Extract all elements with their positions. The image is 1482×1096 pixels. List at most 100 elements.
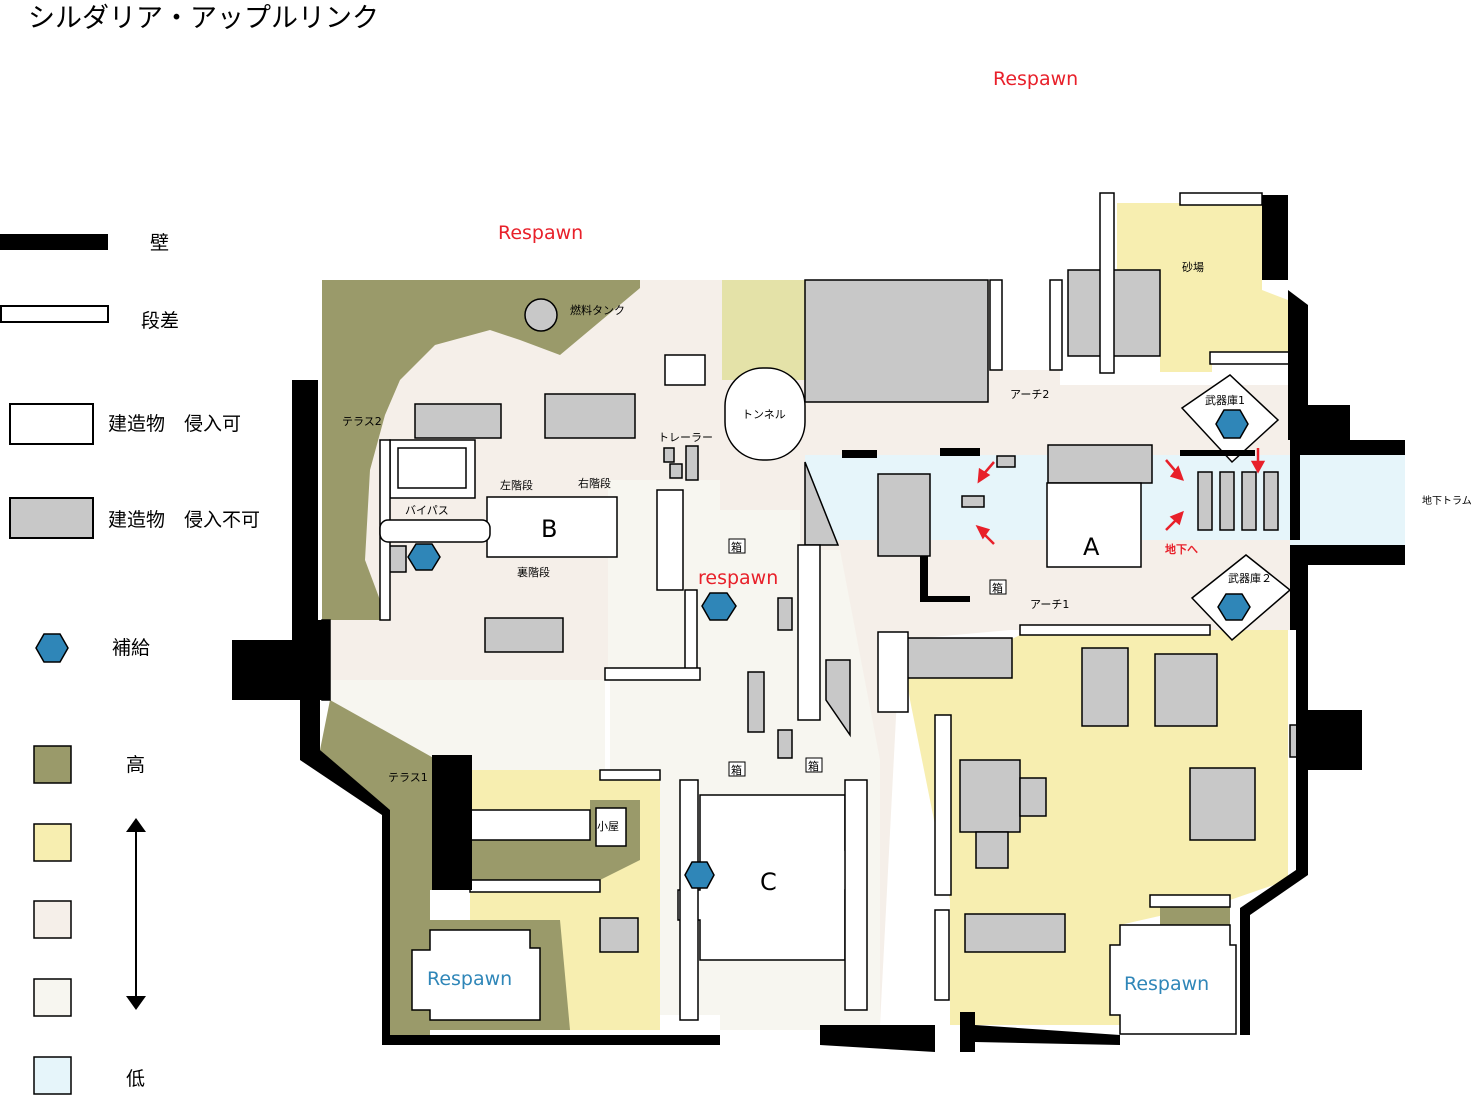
blocked-building bbox=[1189, 767, 1256, 841]
blocked-building bbox=[961, 495, 985, 508]
terrace2-label: テラス2 bbox=[342, 415, 382, 428]
step-outline bbox=[844, 779, 868, 1011]
blocked-building bbox=[1219, 471, 1235, 531]
hut-building bbox=[595, 807, 627, 847]
underground-arrows bbox=[975, 448, 1266, 545]
legend-height-4-swatch bbox=[33, 978, 72, 1017]
legend-blocked-label: 建造物 侵入不可 bbox=[108, 509, 260, 531]
tunnel-label: トンネル bbox=[742, 408, 786, 421]
zone-west-corridor bbox=[330, 680, 605, 770]
legend-enterable-swatch bbox=[9, 403, 94, 445]
step-outline bbox=[934, 714, 952, 896]
step-outline bbox=[1149, 894, 1231, 908]
blocked-building bbox=[414, 403, 502, 439]
blocked-building bbox=[996, 455, 1016, 468]
step-outline bbox=[1049, 279, 1063, 371]
supply-icon bbox=[1215, 409, 1249, 439]
blocked-building bbox=[747, 671, 765, 733]
height-arrow-icon bbox=[126, 818, 146, 1010]
blocked-building bbox=[777, 729, 793, 759]
legend-height-2-swatch bbox=[33, 823, 72, 862]
structure-ne bbox=[664, 354, 706, 386]
crates: 箱 箱 箱 箱 bbox=[728, 538, 1007, 777]
crate-label: 箱 bbox=[992, 581, 1003, 595]
supply-icon bbox=[701, 592, 737, 621]
step-outline bbox=[877, 631, 909, 713]
legend-step-swatch bbox=[0, 305, 109, 323]
legend-supply-icon bbox=[35, 633, 69, 663]
fuel-tank-icon bbox=[524, 298, 558, 332]
back-stairs-label: 裏階段 bbox=[517, 565, 550, 579]
to-underground-label: 地下へ bbox=[1165, 542, 1198, 556]
supply-points bbox=[407, 409, 1251, 889]
bypass-inner bbox=[397, 447, 467, 489]
blocked-building bbox=[484, 617, 564, 653]
zone-tunnel-strip bbox=[722, 280, 805, 380]
step-outline bbox=[934, 909, 950, 1001]
map-title: シルダリア・アップルリンク bbox=[28, 3, 379, 34]
wall-segment bbox=[940, 448, 980, 456]
legend-step-label: 段差 bbox=[141, 310, 179, 332]
legend-high-label: 高 bbox=[126, 754, 145, 776]
blocked-building bbox=[804, 461, 840, 546]
wall-segment bbox=[1180, 450, 1255, 456]
step-outline bbox=[656, 489, 684, 591]
respawn-bl-building bbox=[411, 929, 541, 1021]
legend-height-low-swatch bbox=[33, 1056, 72, 1095]
trailer-label: トレーラー bbox=[658, 431, 713, 444]
blocked-building bbox=[877, 473, 931, 557]
step-outline bbox=[1019, 624, 1211, 636]
step-outline bbox=[469, 879, 601, 893]
steps bbox=[321, 192, 1291, 1021]
respawn-label-bottom-right: Respawn bbox=[1124, 973, 1209, 995]
crate-icon bbox=[805, 757, 823, 773]
step-outline bbox=[1099, 192, 1115, 374]
blocked-building bbox=[663, 447, 675, 463]
step-outline bbox=[679, 779, 699, 1021]
legend-blocked-swatch bbox=[9, 497, 94, 539]
crate-label: 箱 bbox=[808, 759, 819, 773]
bypass-label: バイパス bbox=[405, 504, 449, 517]
enterable-buildings bbox=[389, 354, 1292, 1035]
step-outline bbox=[1179, 192, 1263, 206]
wall-segment bbox=[920, 556, 928, 600]
sandpit-label: 砂場 bbox=[1182, 261, 1204, 274]
building-b-outline bbox=[486, 496, 618, 558]
legend-supply-label: 補給 bbox=[112, 637, 150, 659]
wall-south-east bbox=[820, 1012, 1120, 1052]
tunnel-building bbox=[724, 367, 806, 461]
supply-icon bbox=[684, 861, 715, 889]
wall-segment bbox=[1290, 455, 1300, 540]
blocked-building bbox=[599, 917, 639, 953]
step-outline bbox=[599, 769, 661, 781]
legend-low-label: 低 bbox=[126, 1068, 145, 1090]
crate-icon bbox=[728, 761, 746, 777]
legend: 壁 段差 建造物 侵入可 建造物 侵入不可 補給 高 低 bbox=[0, 232, 260, 1095]
arch1-label: アーチ1 bbox=[1030, 598, 1069, 611]
fuel-tank-label: 燃料タンク bbox=[570, 303, 625, 317]
crate-icon bbox=[728, 538, 746, 554]
map-labels: Respawn Respawn respawn Respawn Respawn … bbox=[342, 68, 1472, 995]
blocked-building bbox=[777, 597, 793, 631]
step-outline bbox=[1209, 351, 1291, 365]
terrace1-label: テラス1 bbox=[388, 771, 428, 784]
arch2-label: アーチ2 bbox=[1010, 388, 1049, 401]
armory2-label: 武器庫２ bbox=[1228, 571, 1272, 585]
step-outline bbox=[604, 667, 701, 681]
wall-segment bbox=[432, 755, 472, 890]
respawn-label-bottom-left: Respawn bbox=[427, 968, 512, 990]
step-outline bbox=[469, 809, 591, 841]
blocked-building bbox=[1241, 471, 1257, 531]
step-outline bbox=[379, 519, 491, 543]
supply-icon bbox=[407, 543, 441, 571]
wall-segment bbox=[920, 596, 970, 602]
wall-segment bbox=[842, 450, 877, 458]
right-stairs-label: 右階段 bbox=[578, 476, 611, 490]
left-stairs-label: 左階段 bbox=[500, 478, 533, 492]
blocked-building bbox=[804, 279, 989, 403]
respawn-label-top-left: Respawn bbox=[498, 222, 583, 244]
legend-enterable-label: 建造物 侵入可 bbox=[108, 413, 241, 435]
respawn-br-building bbox=[1109, 924, 1237, 1035]
blocked-building bbox=[975, 831, 1009, 869]
